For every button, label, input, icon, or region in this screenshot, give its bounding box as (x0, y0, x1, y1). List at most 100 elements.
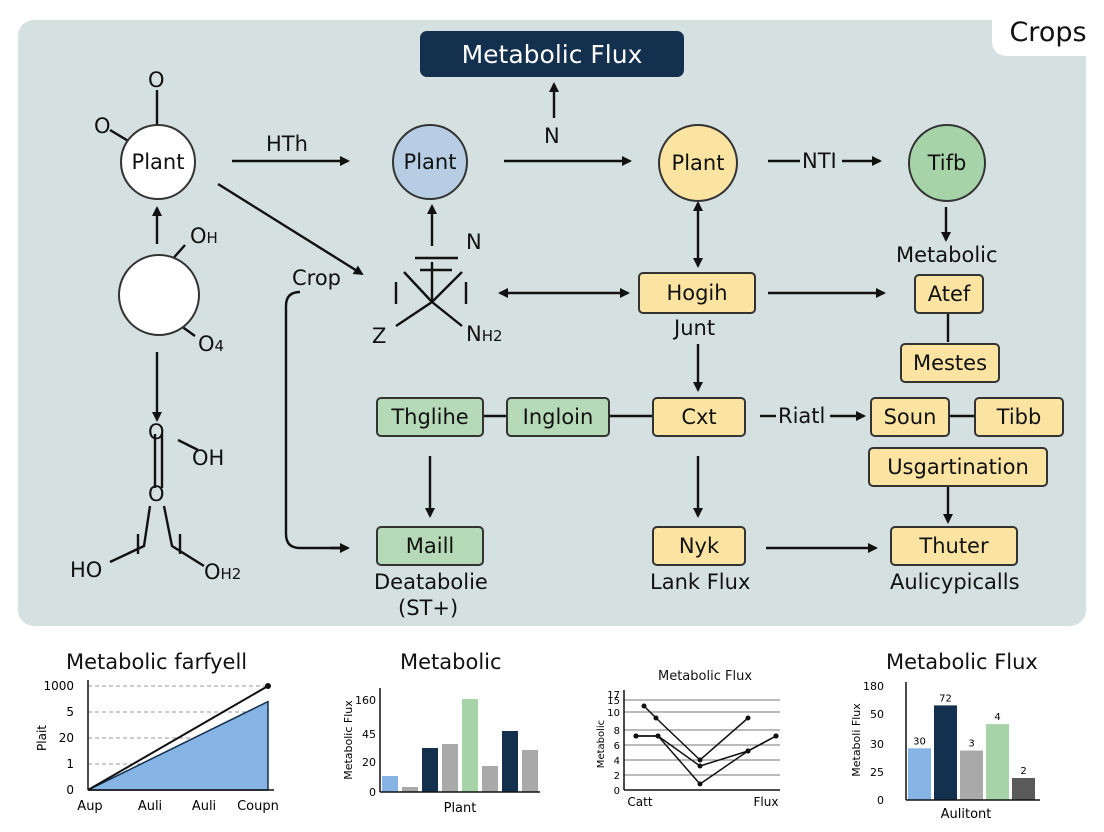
chart-3-point (641, 703, 647, 709)
box-maill[interactable]: Maill (376, 526, 484, 566)
bond-ho (109, 505, 152, 564)
chart-2-bar (522, 750, 538, 792)
atom-oh2: OH2 (204, 562, 241, 583)
label-crop: Crop (292, 266, 342, 290)
chart-2-bar (462, 699, 478, 792)
node-plant-right-label: Plant (671, 151, 725, 175)
chart-4-data-label: 72 (939, 693, 952, 704)
label-struct-n: N (466, 230, 482, 254)
label-deatabolie: Deatabolie (374, 570, 488, 594)
chart-3-point (633, 733, 639, 739)
chart-3-point (655, 733, 661, 739)
node-plant-left[interactable]: Plant (120, 124, 196, 200)
label-st: (ST+) (398, 596, 459, 620)
chart-3-series-line (643, 705, 749, 762)
chart-4-y-tick: 0 (877, 794, 884, 807)
chart-1-x-tick: Coupn (237, 799, 279, 814)
chart-4-data-label: 4 (994, 712, 1000, 723)
chart-4-y-tick: 180 (863, 680, 884, 693)
chart-3-ylabel: Metabolic (596, 720, 607, 768)
atom-oh2-sub: H2 (220, 565, 242, 583)
label-riatl: Riatl (778, 404, 826, 428)
chart-3-y-tick: 2 (614, 771, 620, 782)
box-mestes[interactable]: Mestes (900, 343, 1000, 383)
atom-o4-o: O (198, 332, 215, 356)
chart-1-area (87, 700, 269, 791)
chart-2-bar (502, 731, 518, 792)
bond-oh (177, 438, 199, 452)
label-nh2-n: N (466, 322, 482, 346)
atom-oh-1-o: O (190, 224, 207, 248)
chart-4-bar (934, 705, 957, 800)
box-cxt[interactable]: Cxt (652, 397, 746, 437)
chart-4-bar (960, 750, 983, 800)
box-ingloin-label: Ingloin (522, 405, 594, 429)
chart-4-bar (1012, 778, 1035, 800)
node-plant-right[interactable]: Plant (658, 124, 738, 202)
chart-1-y-tick: 20 (59, 731, 74, 745)
chart-3-series-line (636, 735, 777, 767)
atom-oh-1-h: H (206, 229, 218, 247)
chart-1-y-tick: 1000 (43, 679, 74, 693)
box-thuter[interactable]: Thuter (890, 526, 1018, 566)
node-plant-mid-label: Plant (403, 150, 457, 174)
molecule-ring (118, 254, 200, 336)
crops-tab[interactable]: Crops (992, 8, 1104, 56)
box-nyk[interactable]: Nyk (652, 526, 746, 566)
atom-o4: O4 (198, 334, 224, 355)
chart-3-y-tick: 10 (607, 708, 620, 719)
box-usgartination[interactable]: Usgartination (868, 447, 1048, 487)
chart-2-bar (402, 787, 418, 792)
chart-3-y-tick: 6 (614, 741, 620, 752)
chart-3-point (653, 715, 659, 721)
chart-4-y-tick: 25 (870, 766, 884, 779)
diagram-panel (18, 20, 1086, 626)
box-thuter-label: Thuter (919, 534, 989, 558)
bond-oh2 (162, 505, 205, 568)
label-hth: HTh (266, 132, 308, 156)
atom-o4-sub: 4 (214, 337, 225, 355)
chart-1-x-tick: Aup (77, 799, 102, 814)
chart-2-bar (422, 748, 438, 792)
atom-o-low: O (148, 482, 165, 506)
chart-1-line (87, 685, 269, 791)
chart-2-y-tick: 160 (355, 694, 376, 707)
label-n-up: N (544, 124, 560, 148)
node-plant-mid[interactable]: Plant (392, 124, 468, 200)
box-tibb[interactable]: Tibb (974, 397, 1064, 437)
title-banner: Metabolic Flux (420, 31, 684, 77)
chart-1-y-tick: 0 (66, 783, 74, 797)
chart-3-point (745, 715, 751, 721)
box-thglihe[interactable]: Thglihe (376, 397, 484, 437)
box-mestes-label: Mestes (912, 351, 988, 375)
chart-3-x-tick: Catt (627, 795, 652, 809)
atom-oh2-o: O (204, 560, 221, 584)
chart-4-data-label: 2 (1020, 766, 1026, 777)
box-atef[interactable]: Atef (914, 274, 984, 314)
label-nh2: NH2 (466, 324, 503, 345)
crops-label: Crops (1009, 16, 1087, 48)
chart-2-title: Metabolic (400, 650, 502, 674)
label-metabolic: Metabolic (896, 243, 998, 267)
chart-1-ylabel: Plait (35, 725, 49, 751)
node-tifb[interactable]: Tifb (908, 124, 986, 202)
chart-3-point (697, 757, 703, 763)
chart-3-y-tick: 0 (614, 786, 620, 797)
chart-3-y-tick: 17 (607, 690, 620, 701)
box-atef-label: Atef (927, 282, 971, 306)
box-cxt-label: Cxt (681, 405, 717, 429)
box-ingloin[interactable]: Ingloin (506, 397, 610, 437)
chart-4-y-tick: 50 (870, 708, 884, 721)
arrow-plant-to-structure (217, 182, 364, 276)
atom-o-top: O (148, 68, 165, 92)
box-maill-label: Maill (405, 534, 455, 558)
chart-2-y-tick: 20 (362, 756, 376, 769)
box-soun[interactable]: Soun (870, 397, 950, 437)
box-hogih[interactable]: Hogih (638, 272, 756, 314)
box-hogih-label: Hogih (666, 281, 728, 305)
label-nti: NTI (802, 149, 837, 173)
struct-line-nh2 (431, 301, 463, 327)
atom-oh-1: OH (190, 226, 218, 247)
chart-1-x-tick: Auli (138, 799, 162, 814)
chart-3-point (773, 733, 779, 739)
